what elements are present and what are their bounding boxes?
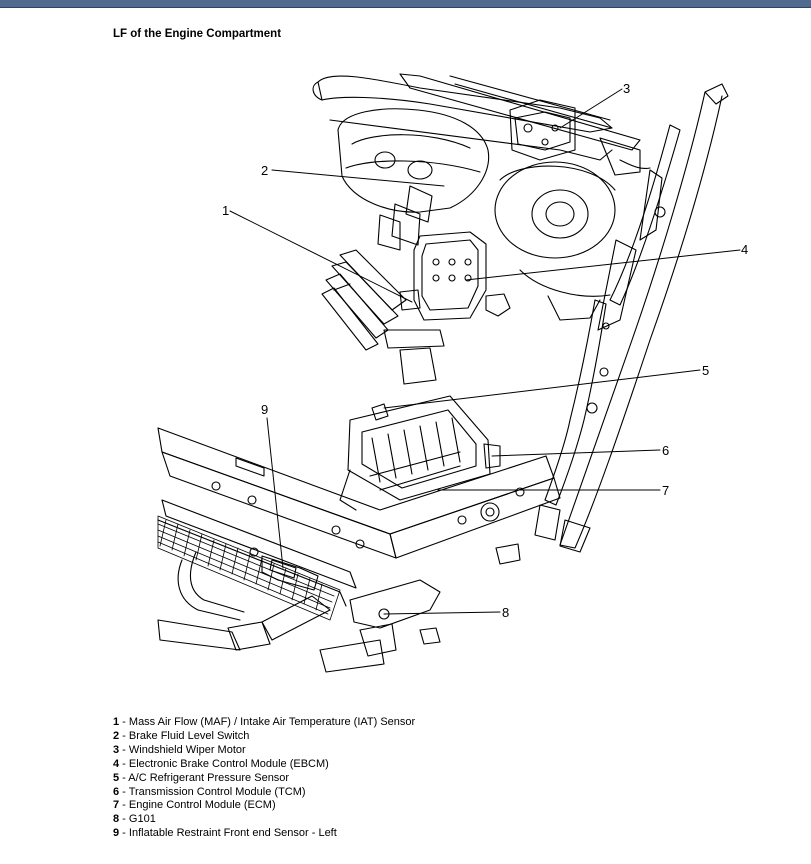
strut-tower-illustration [494, 161, 616, 321]
intake-ebcm-illustration [321, 231, 511, 385]
component-legend: 1 - Mass Air Flow (MAF) / Intake Air Tem… [113, 716, 415, 841]
legend-number: 3 [113, 743, 120, 756]
legend-separator: - [119, 743, 129, 756]
window-top-bar [0, 0, 811, 8]
legend-separator: - [119, 799, 129, 812]
legend-text: Transmission Control Module (TCM) [128, 785, 306, 798]
tcm-ecm-module-illustration [339, 395, 501, 511]
legend-item: 4 - Electronic Brake Control Module (EBC… [113, 758, 415, 772]
legend-number: 2 [113, 729, 120, 742]
legend-text: Mass Air Flow (MAF) / Intake Air Tempera… [128, 716, 416, 728]
legend-item: 9 - Inflatable Restraint Front end Senso… [113, 827, 415, 841]
front-end-sensor-illustration [249, 547, 319, 591]
legend-separator: - [119, 729, 129, 742]
callout-3: 3 [623, 81, 630, 96]
radiator-support-illustration [157, 427, 561, 607]
legend-separator: - [119, 716, 129, 728]
leader-line-8 [383, 611, 501, 615]
legend-item: 1 - Mass Air Flow (MAF) / Intake Air Tem… [113, 716, 415, 730]
legend-text: Windshield Wiper Motor [128, 743, 246, 756]
legend-separator: - [119, 771, 129, 784]
leader-line-2 [271, 169, 445, 187]
legend-item: 8 - G101 [113, 813, 415, 827]
legend-separator: - [119, 757, 129, 770]
callout-labels: 1 2 3 4 5 6 7 8 9 [222, 81, 748, 620]
legend-text: Brake Fluid Level Switch [128, 729, 250, 742]
legend-number: 5 [113, 771, 120, 784]
radiator-core-illustration [157, 515, 341, 621]
legend-separator: - [119, 785, 129, 798]
callout-9: 9 [261, 402, 268, 417]
wiper-linkage-illustration [312, 73, 651, 176]
legend-item: 3 - Windshield Wiper Motor [113, 744, 415, 758]
legend-text: G101 [128, 813, 156, 826]
callout-6: 6 [662, 443, 669, 458]
legend-number: 9 [113, 827, 120, 840]
callout-1: 1 [222, 203, 229, 218]
lower-hose-illustration [157, 551, 331, 651]
page-title: LF of the Engine Compartment [113, 28, 282, 40]
legend-text: Inflatable Restraint Front end Sensor - … [128, 827, 337, 840]
legend-number: 4 [113, 757, 120, 770]
callout-7: 7 [662, 483, 669, 498]
legend-item: 6 - Transmission Control Module (TCM) [113, 786, 415, 800]
leader-line-6 [491, 449, 661, 457]
legend-text: Electronic Brake Control Module (EBCM) [128, 757, 329, 770]
callout-4: 4 [741, 242, 748, 257]
leader-line-5 [383, 369, 701, 409]
legend-text: Engine Control Module (ECM) [128, 799, 276, 812]
leader-line-1 [229, 210, 413, 303]
leader-line-9 [266, 417, 284, 569]
ground-bracket-illustration [319, 543, 521, 673]
legend-separator: - [119, 827, 129, 840]
legend-number: 1 [113, 716, 120, 728]
legend-number: 6 [113, 785, 120, 798]
engine-top-illustration [337, 108, 490, 251]
legend-number: 7 [113, 799, 120, 812]
callout-leaders [229, 88, 741, 615]
legend-item: 7 - Engine Control Module (ECM) [113, 799, 415, 813]
callout-2: 2 [261, 163, 268, 178]
leader-line-4 [465, 249, 741, 281]
legend-separator: - [119, 813, 129, 826]
legend-item: 5 - A/C Refrigerant Pressure Sensor [113, 772, 415, 786]
legend-number: 8 [113, 813, 120, 826]
legend-text: A/C Refrigerant Pressure Sensor [128, 771, 290, 784]
fender-headlamp-illustration [534, 83, 729, 553]
callout-8: 8 [502, 605, 509, 620]
legend-item: 2 - Brake Fluid Level Switch [113, 730, 415, 744]
leader-line-3 [559, 88, 623, 129]
callout-5: 5 [702, 363, 709, 378]
